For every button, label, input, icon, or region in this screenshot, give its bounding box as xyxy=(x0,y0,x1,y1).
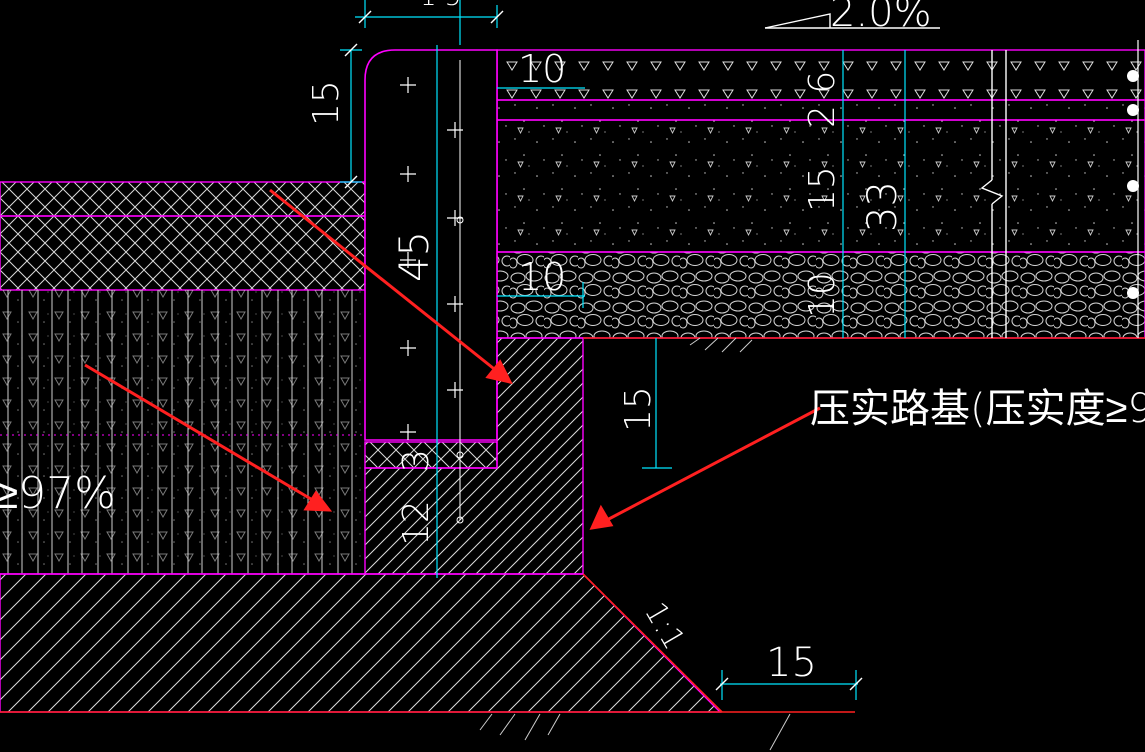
right-base-layer xyxy=(496,119,1145,253)
dim-26: 2 6 xyxy=(802,71,843,128)
curb-stone xyxy=(364,49,498,441)
compaction-right: 压实路基(压实度≥92 xyxy=(810,386,1145,432)
bottom-embankment xyxy=(0,573,722,713)
dim-3: 3 xyxy=(396,449,437,472)
ground-ticks xyxy=(479,337,791,751)
left-second-layer xyxy=(0,215,366,291)
dim-12: 12 xyxy=(396,500,437,546)
surface-triangles xyxy=(506,61,1142,99)
dim-base-10: 10 xyxy=(518,255,566,299)
dim-10-low: 10 xyxy=(802,272,843,318)
dim-33: 33 xyxy=(860,181,906,232)
slope-arrow xyxy=(764,13,940,29)
dimension-ticks xyxy=(344,10,863,691)
red-arrows xyxy=(84,188,821,530)
dim-curb-top: 15 xyxy=(306,80,347,126)
curb-mortar-bed xyxy=(364,441,498,469)
dim-under-15: 15 xyxy=(618,386,659,432)
slope-top-label: 2.0% xyxy=(830,0,932,36)
dim-top-partial: 1 5 xyxy=(420,0,461,12)
dimension-lines xyxy=(340,0,906,700)
center-axis xyxy=(456,60,464,524)
left-subgrade-tri xyxy=(0,290,365,574)
compaction-left: ≥97% xyxy=(0,468,116,519)
dim-surface-10: 10 xyxy=(518,47,566,91)
dim-15-mid: 15 xyxy=(802,166,843,212)
dim-bottom-15: 15 xyxy=(766,640,817,686)
left-top-layer xyxy=(0,181,366,217)
slope-line xyxy=(582,573,723,713)
break-line xyxy=(980,50,1007,338)
dim-curb-height: 45 xyxy=(392,231,438,282)
right-edge-dots xyxy=(1127,70,1139,299)
